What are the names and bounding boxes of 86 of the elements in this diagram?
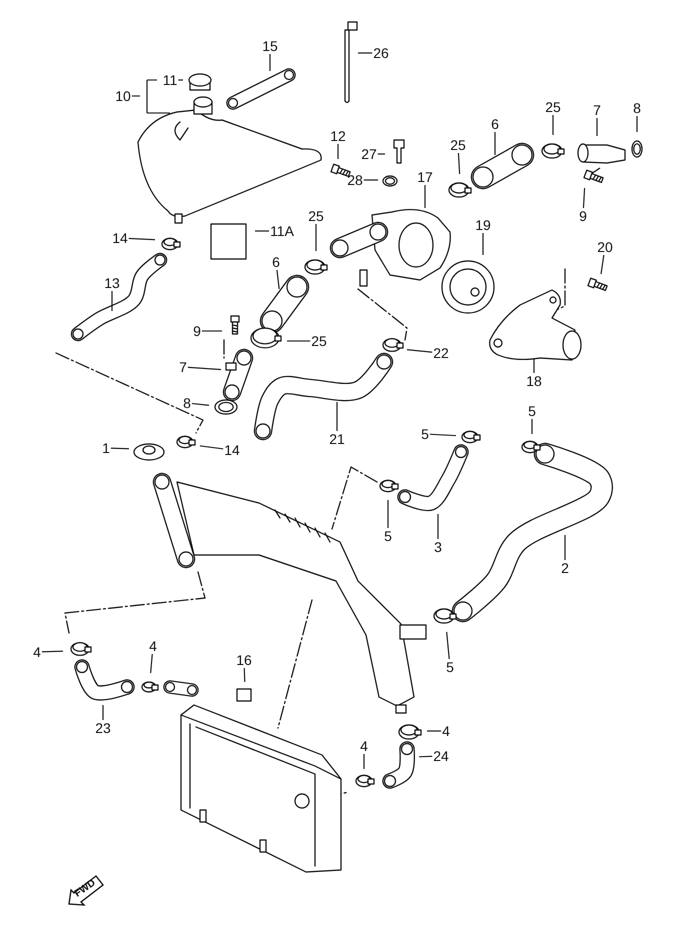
- callout-number: 7: [592, 102, 602, 118]
- callout-number: 9: [578, 208, 588, 224]
- callout-number: 15: [261, 38, 279, 54]
- leader-line: [600, 254, 604, 274]
- leader-line: [596, 118, 598, 136]
- callout-number: 11: [162, 72, 178, 88]
- callout-number: 11A: [269, 223, 295, 239]
- callout-number: 1: [101, 440, 111, 456]
- callout-number: 17: [416, 169, 434, 185]
- leader-line: [582, 188, 586, 208]
- callout-number: 4: [32, 644, 42, 660]
- leader-line: [636, 116, 638, 132]
- callout-number: 27: [360, 146, 378, 162]
- leader-line: [494, 132, 496, 155]
- leader-line: [446, 632, 450, 660]
- callout-number: 10: [114, 88, 132, 104]
- leader-line: [552, 115, 554, 135]
- callout-number: 25: [310, 333, 328, 349]
- leader-line: [424, 185, 426, 208]
- callout-number: 14: [223, 442, 241, 458]
- leader-line: [336, 402, 338, 431]
- leader-line: [531, 419, 533, 434]
- leader-line: [150, 654, 153, 674]
- callout-number: 22: [432, 345, 450, 361]
- leader-line: [287, 340, 310, 342]
- leader-line: [192, 402, 210, 406]
- leader-line: [406, 349, 432, 353]
- leader-line: [458, 152, 460, 174]
- callout-number: 4: [148, 638, 158, 654]
- leader-line: [202, 330, 222, 332]
- callout-number: 25: [307, 208, 325, 224]
- leader-line: [315, 224, 317, 251]
- callout-number: 5: [420, 426, 430, 442]
- leader-line: [131, 79, 171, 114]
- leader-line: [276, 270, 280, 290]
- leader-line: [437, 514, 439, 539]
- callout-number: 9: [192, 323, 202, 339]
- leader-line: [364, 179, 378, 181]
- callout-number: 24: [432, 748, 450, 764]
- leader-line: [178, 79, 183, 81]
- leader-line: [482, 233, 484, 255]
- leader-line: [244, 668, 246, 682]
- leader-line: [337, 144, 339, 159]
- leader-line: [102, 705, 104, 720]
- leader-line: [378, 153, 385, 155]
- callout-number: 23: [94, 720, 112, 736]
- callout-number: 2: [560, 560, 570, 576]
- leader-line: [430, 434, 456, 436]
- leader-line: [363, 754, 365, 769]
- leader-line: [200, 445, 224, 450]
- leader-line: [111, 291, 113, 311]
- callout-number: 20: [596, 239, 614, 255]
- leader-line: [387, 500, 389, 528]
- callout-number: 25: [449, 137, 467, 153]
- callout-number: 5: [445, 659, 455, 675]
- leader-line: [418, 756, 432, 758]
- leader-line: [269, 54, 271, 71]
- callout-number: 6: [490, 116, 500, 132]
- callout-number: 16: [235, 652, 253, 668]
- callout-number: 5: [527, 403, 537, 419]
- leader-line: [255, 230, 270, 232]
- callout-number: 14: [111, 230, 129, 246]
- callout-number: 7: [178, 359, 188, 375]
- callout-number: 5: [383, 528, 393, 544]
- leader-line: [42, 650, 64, 652]
- callout-number: 8: [182, 395, 192, 411]
- callout-number: 8: [632, 100, 642, 116]
- leader-line: [110, 448, 130, 450]
- leader-line: [533, 359, 535, 373]
- callout-number: 21: [328, 431, 346, 447]
- callout-number: 4: [441, 723, 451, 739]
- callout-number: 19: [474, 217, 492, 233]
- callout-number: 18: [525, 373, 543, 389]
- leader-line: [128, 238, 156, 240]
- callout-number: 28: [346, 172, 364, 188]
- callout-number: 13: [103, 275, 121, 291]
- callout-number: 6: [271, 254, 281, 270]
- callout-number: 12: [329, 128, 347, 144]
- leader-line: [564, 535, 566, 560]
- callout-number: 25: [544, 99, 562, 115]
- leader-line: [427, 730, 442, 732]
- callout-number: 26: [372, 45, 390, 61]
- callout-number: 3: [433, 539, 443, 555]
- callout-number: 4: [359, 738, 369, 754]
- leader-line: [188, 366, 222, 370]
- leader-line: [358, 52, 372, 54]
